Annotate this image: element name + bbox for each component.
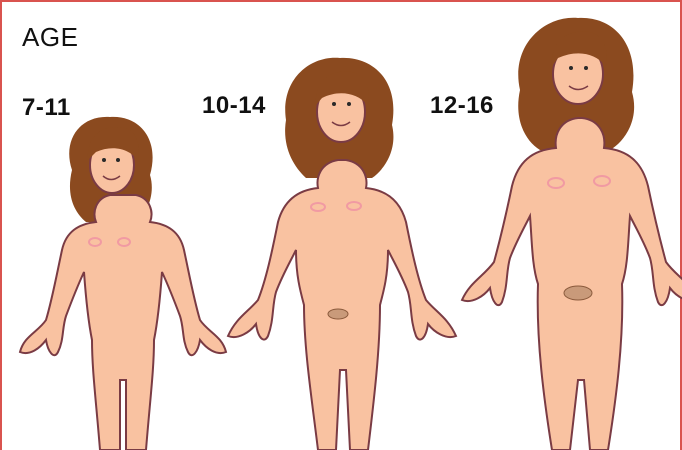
body xyxy=(462,118,682,450)
eye-left xyxy=(332,102,336,106)
age-label-7-11: 7-11 xyxy=(22,94,71,122)
eye-left xyxy=(569,66,573,70)
figure-age-12-16 xyxy=(462,18,682,450)
eye-right xyxy=(116,158,120,162)
body xyxy=(228,160,456,450)
age-label-12-16: 12-16 xyxy=(430,92,494,120)
eye-left xyxy=(102,158,106,162)
eye-right xyxy=(347,102,351,106)
eye-right xyxy=(584,66,588,70)
figure-age-7-11 xyxy=(20,117,226,450)
body xyxy=(20,195,226,450)
pubic-hair xyxy=(328,309,348,319)
age-label-10-14: 10-14 xyxy=(202,92,266,120)
diagram-title: AGE xyxy=(22,22,78,53)
pubic-hair xyxy=(564,286,592,300)
